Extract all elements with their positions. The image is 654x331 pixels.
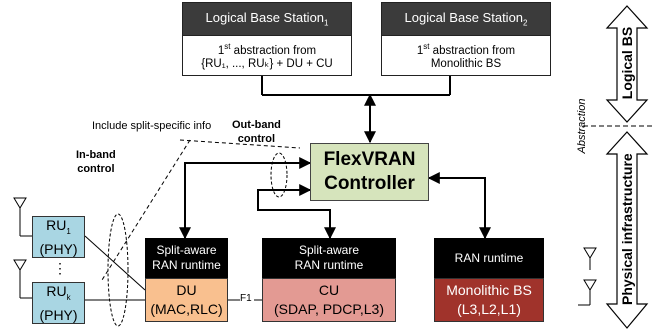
du-runtime-line2: RAN runtime <box>152 258 221 272</box>
logical-bs-connectors <box>261 76 451 144</box>
logical-bs2-header: Logical Base Station2 <box>381 2 551 36</box>
controller-cu-arrow <box>257 184 336 240</box>
in-band-line2: control <box>77 163 115 175</box>
cu-runtime-line1: Split-aware <box>298 243 360 257</box>
out-band-line2: control <box>237 133 276 145</box>
ru1-du-link <box>84 235 146 291</box>
in-band-ellipse <box>107 213 129 327</box>
antenna-icon-ru1 <box>13 197 32 237</box>
ru-dots: ⋮ <box>53 260 67 276</box>
mono-box: Monolithic BS (L3,L2,L1) <box>434 278 544 322</box>
ru1-name: RU1 <box>46 216 71 236</box>
logical-bs-double-arrow <box>605 5 649 123</box>
du-box: DU (MAC,RLC) <box>145 278 228 322</box>
out-band-line1: Out-band <box>232 119 281 131</box>
include-split-label: Include split-specific info <box>92 120 212 132</box>
out-band-ellipse <box>270 152 288 198</box>
controller-du-arrow <box>179 157 312 240</box>
ruk-layer: (PHY) <box>39 307 78 324</box>
cu-runtime-line2: RAN runtime <box>294 258 364 272</box>
controller-line2: Controller <box>324 173 415 194</box>
mono-runtime: RAN runtime <box>434 238 544 278</box>
logical-bs2-body: 1st abstraction from Monolithic BS <box>381 36 551 76</box>
cu-name: CU <box>318 282 340 298</box>
antenna-icon-mono-2 <box>583 247 597 270</box>
abstraction-label: Abstraction <box>576 98 588 154</box>
flexvran-controller: FlexVRAN Controller <box>310 143 429 201</box>
logical-bs1-title: Logical Base Station1 <box>205 10 329 28</box>
logical-bs1-line2: {RU₁, ..., RUₖ} + DU + CU <box>201 58 333 71</box>
ru1-box: RU1 (PHY) <box>32 216 85 258</box>
du-layers: (MAC,RLC) <box>150 301 223 317</box>
controller-line1: FlexVRAN <box>323 149 416 170</box>
in-band-line1: In-band <box>76 149 116 161</box>
controller-mono-arrow <box>427 172 491 240</box>
logical-bs2-line1: 1st abstraction from <box>416 41 516 57</box>
antenna-icon-mono <box>578 279 597 306</box>
physical-infra-double-arrow <box>605 131 649 329</box>
split-info-callout-line <box>179 139 301 149</box>
cu-layers: (SDAP, PDCP,L3) <box>274 301 384 317</box>
du-name: DU <box>176 282 197 298</box>
f1-label: F1 <box>240 293 252 304</box>
mono-layers: (L3,L2,L1) <box>457 301 521 317</box>
out-band-label: Out-band control <box>232 118 281 146</box>
logical-bs1-header: Logical Base Station1 <box>182 2 352 36</box>
ru1-layer: (PHY) <box>39 241 78 258</box>
antenna-icon-ruk <box>13 259 32 299</box>
ruk-box: RUk (PHY) <box>32 282 85 324</box>
du-runtime-line1: Split-aware <box>156 243 217 257</box>
mono-runtime-label: RAN runtime <box>454 250 524 265</box>
logical-bs2-title: Logical Base Station2 <box>404 10 528 28</box>
logical-bs1-body: 1st abstraction from {RU₁, ..., RUₖ} + D… <box>182 36 352 76</box>
du-runtime: Split-aware RAN runtime <box>145 238 228 278</box>
logical-bs-side-label: Logical BS <box>619 26 635 100</box>
ruk-name: RUk <box>46 282 71 302</box>
cu-box: CU (SDAP, PDCP,L3) <box>262 278 396 322</box>
physical-infra-side-label: Physical infrastructure <box>619 153 635 305</box>
mono-name: Monolithic BS <box>446 282 532 298</box>
logical-bs2-line2: Monolithic BS <box>430 58 502 71</box>
cu-runtime: Split-aware RAN runtime <box>262 238 396 278</box>
in-band-label: In-band control <box>76 148 116 176</box>
logical-bs1-line1: 1st abstraction from <box>217 41 317 57</box>
